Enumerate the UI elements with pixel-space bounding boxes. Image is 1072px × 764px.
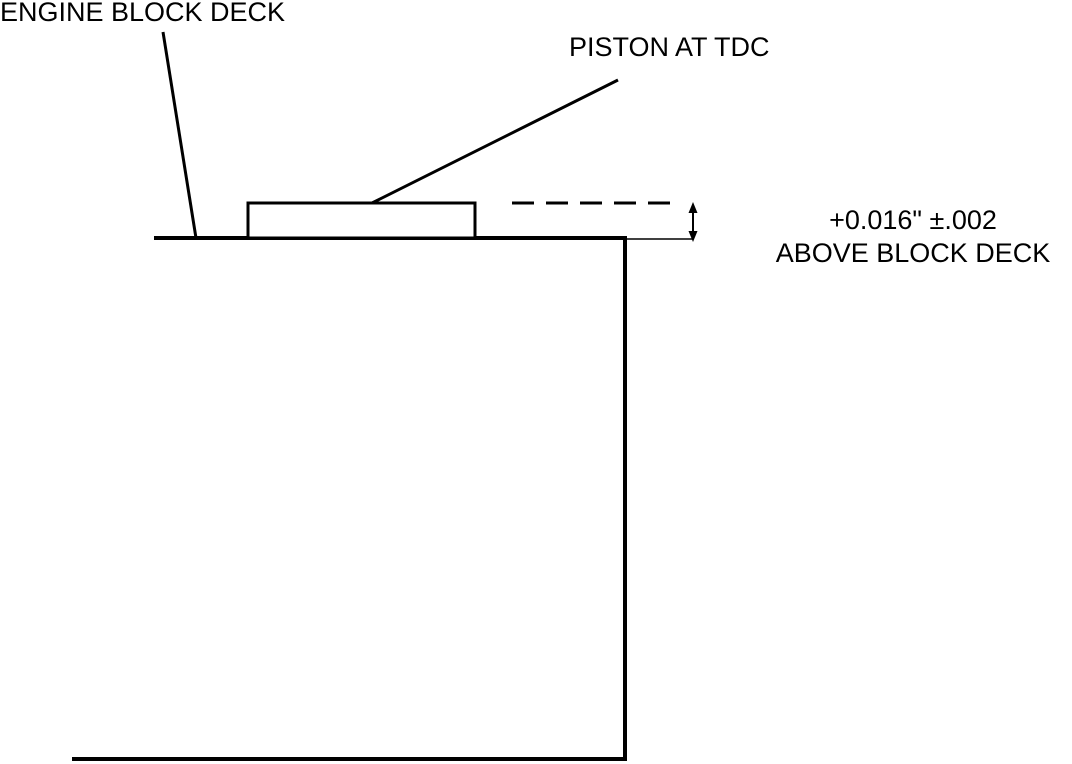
engine-block-outline [72,236,627,761]
piston-at-tdc-leader [371,78,619,205]
piston-at-tdc-label: PISTON AT TDC [569,32,770,62]
piston-crown [246,201,477,240]
engine-block-deck-label: ENGINE BLOCK DECK [0,0,285,27]
dimension-arrowhead-up [688,202,698,213]
measurement-value-label: +0.016" ±.002 [829,205,997,235]
dimension-arrowhead-down [688,231,698,242]
measurement-caption-label: ABOVE BLOCK DECK [776,238,1051,268]
deck-height-dimension-arrow [688,202,698,242]
engine-block-deck-leader [161,31,198,239]
